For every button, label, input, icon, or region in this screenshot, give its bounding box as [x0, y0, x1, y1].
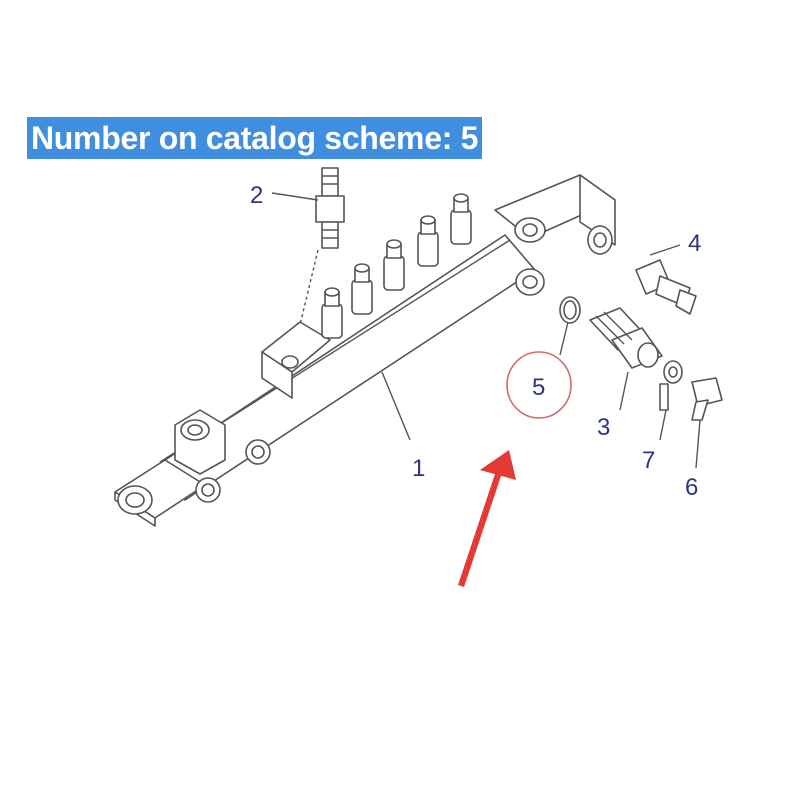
highlight-circle: [506, 351, 572, 419]
rail-right-end: [494, 174, 616, 296]
callout-1: 1: [412, 455, 425, 482]
pressure-sensor: [635, 259, 697, 315]
callout-2: 2: [250, 182, 263, 209]
banjo-fitting: [659, 360, 683, 411]
outlet-bosses: [321, 193, 472, 339]
leader-lines: [271, 192, 701, 469]
rail-left-end: [114, 409, 271, 527]
common-rail-body: [114, 174, 616, 527]
connector-stud: [299, 167, 345, 326]
catalog-scheme-banner: Number on catalog scheme: 5: [27, 117, 483, 159]
hollow-bolt: [691, 377, 723, 421]
o-ring: [559, 296, 581, 324]
callout-4: 4: [688, 230, 701, 257]
pressure-limiter-valve: [589, 307, 663, 369]
callout-5: 5: [532, 374, 545, 401]
callout-7: 7: [642, 447, 655, 474]
pointer-arrow: [458, 450, 516, 587]
callout-6: 6: [685, 474, 698, 501]
callout-3: 3: [597, 414, 610, 441]
